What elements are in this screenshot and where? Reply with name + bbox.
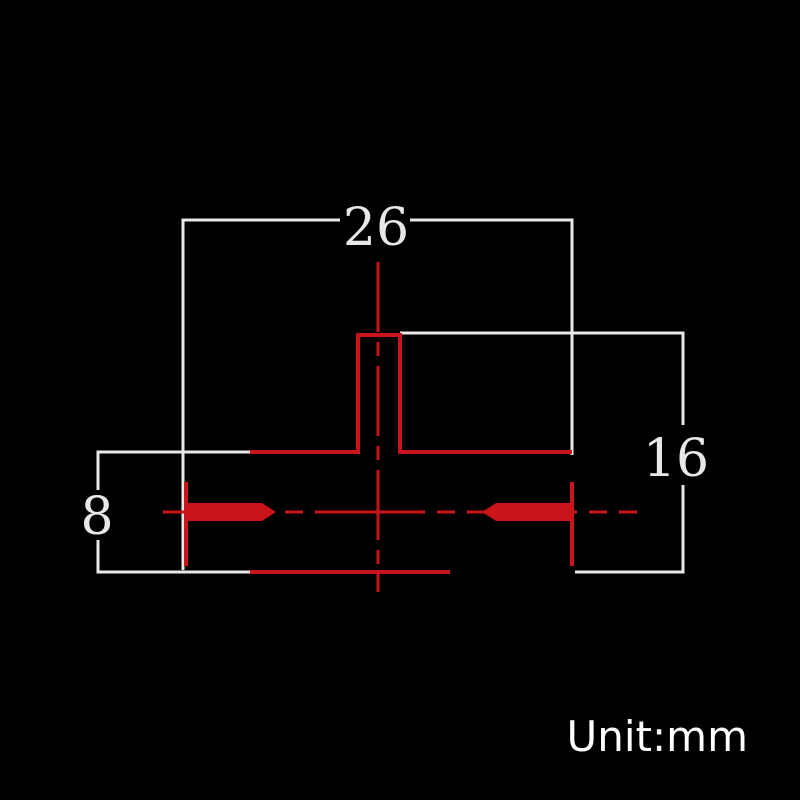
stem-outline [250,333,572,454]
height-dimension-line [400,331,685,425]
width-dimension-line-right [410,218,574,455]
unit-label: Unit:mm [566,712,748,761]
thickness-dimension-line-lower [96,540,250,574]
hole-symbols [186,503,572,521]
height-dimension-line-lower [575,485,685,574]
thickness-dimension-text: 8 [80,487,113,547]
left-hole-symbol [186,503,276,521]
thickness-dimension-line [96,450,250,490]
part-outline [184,333,574,574]
dimension-lines [96,218,685,574]
right-hole-symbol [482,503,572,521]
width-dimension-text: 26 [343,198,409,258]
height-dimension-text: 16 [643,429,709,489]
